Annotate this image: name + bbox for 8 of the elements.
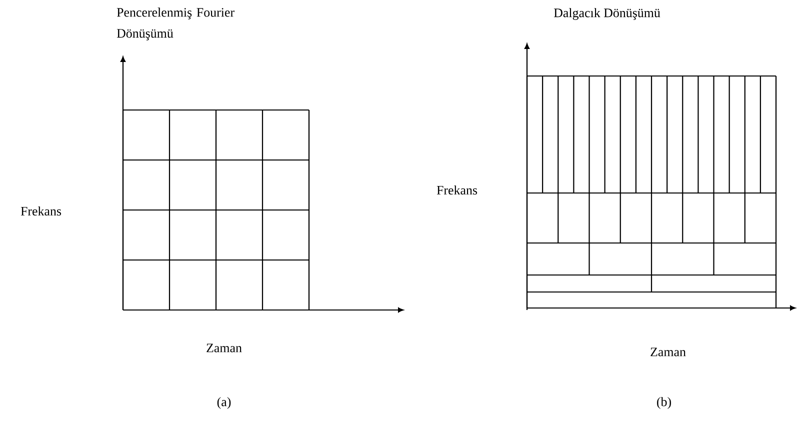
axis-label: Zaman xyxy=(206,344,242,352)
panel-label: (b) xyxy=(657,397,671,409)
axis-label: Frekans xyxy=(20,206,62,216)
panel-label: (a) xyxy=(217,397,231,409)
axis-label: Frekans xyxy=(436,185,478,195)
plot-title: Dalgacık Dönüşümü xyxy=(554,8,660,20)
axis-label: Zaman xyxy=(650,348,686,356)
plot-title: Pencerelenmiş Fourier Dönüşümü xyxy=(116,8,234,40)
